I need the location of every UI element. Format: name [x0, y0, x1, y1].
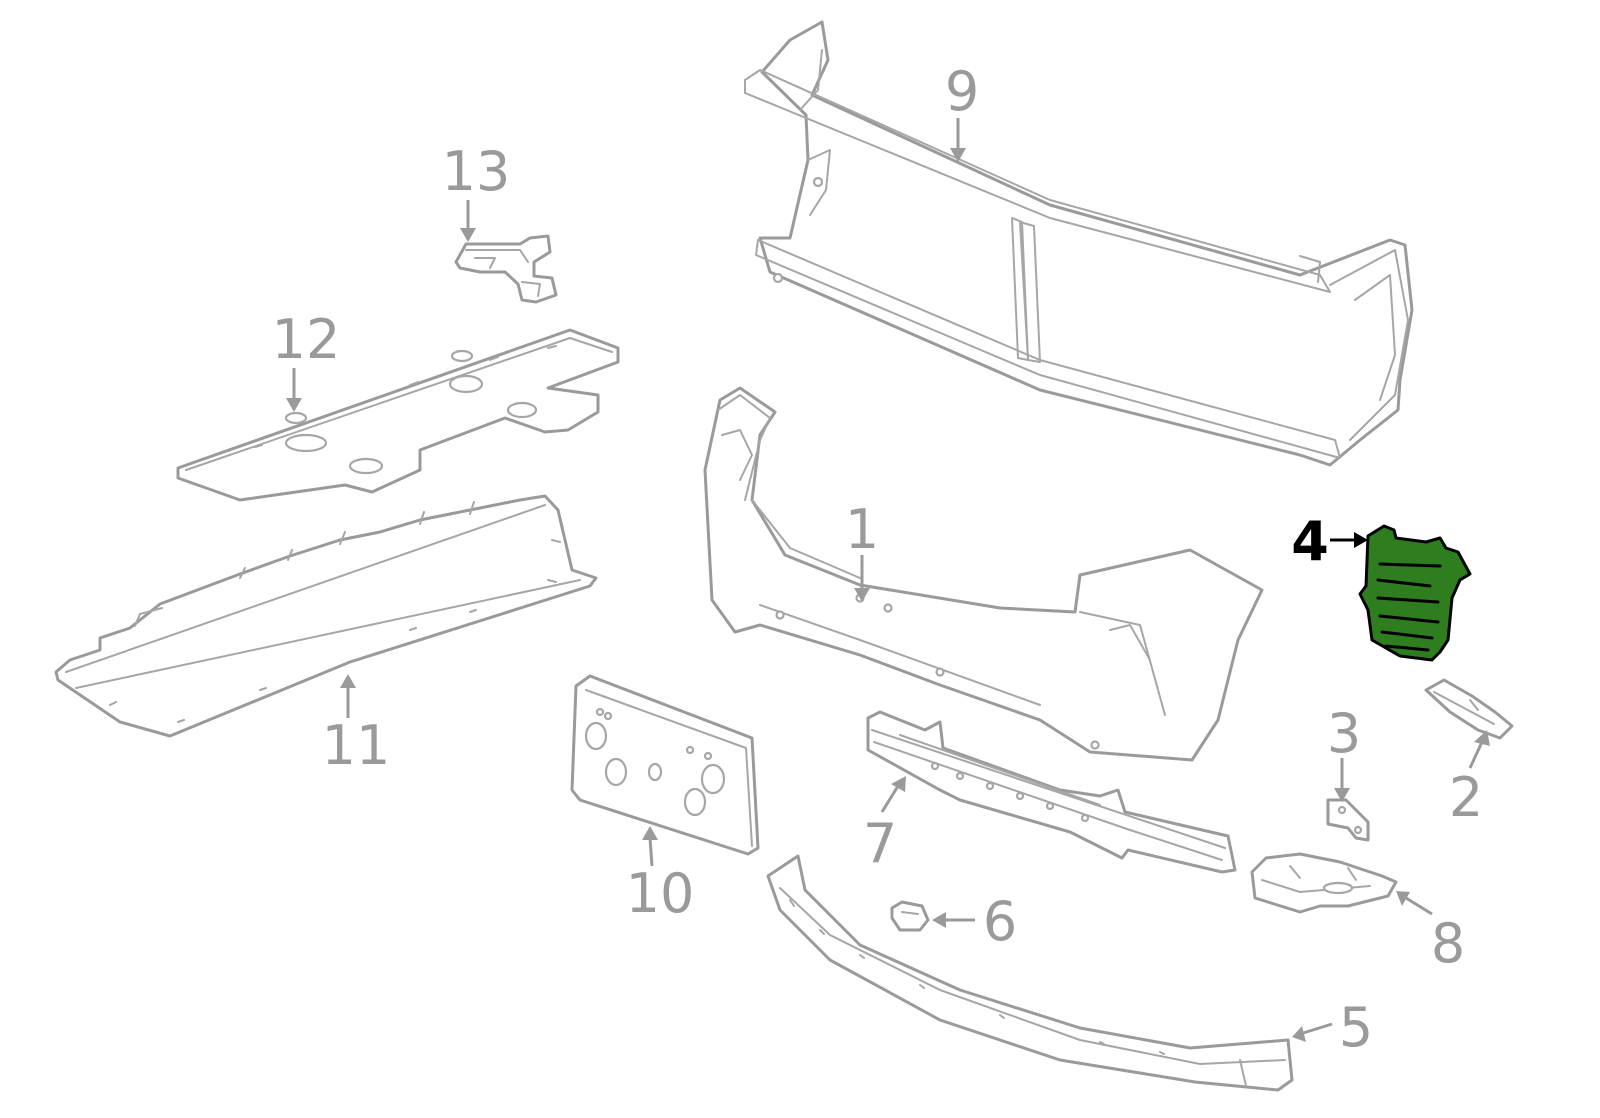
part-6-clip[interactable]	[890, 900, 930, 932]
callout-7: 7	[863, 812, 897, 875]
part-13-bracket[interactable]	[454, 234, 558, 304]
part-8-bracket[interactable]	[1250, 852, 1398, 914]
callout-5: 5	[1339, 996, 1373, 1059]
part-12-shield[interactable]	[176, 328, 620, 502]
callout-12: 12	[272, 308, 341, 371]
callout-6: 6	[983, 890, 1017, 953]
callout-13: 13	[442, 140, 511, 203]
part-4-grille-highlighted[interactable]	[1358, 524, 1472, 662]
part-10-license-bracket[interactable]	[570, 674, 760, 856]
part-1-bumper-cover[interactable]	[703, 386, 1264, 762]
callout-2: 2	[1449, 766, 1483, 829]
part-2-retainer[interactable]	[1424, 678, 1514, 740]
callout-10: 10	[626, 862, 695, 925]
callout-3: 3	[1327, 702, 1361, 765]
part-11-lower-deflector[interactable]	[54, 494, 598, 738]
part-3-plate[interactable]	[1326, 798, 1370, 842]
callout-11: 11	[322, 714, 391, 777]
part-7-impact-bar[interactable]	[866, 710, 1237, 874]
callout-4: 4	[1291, 510, 1329, 573]
callout-1: 1	[845, 498, 879, 561]
leader-lines	[286, 118, 1490, 1042]
part-5-lower-fascia[interactable]	[766, 854, 1294, 1092]
part-9-radiator-support[interactable]	[744, 20, 1414, 467]
callout-labels: 1 2 3 4 5 6 7 8 9 10 11 12 13	[272, 60, 1484, 1059]
callout-9: 9	[945, 60, 979, 123]
callout-8: 8	[1431, 912, 1465, 975]
